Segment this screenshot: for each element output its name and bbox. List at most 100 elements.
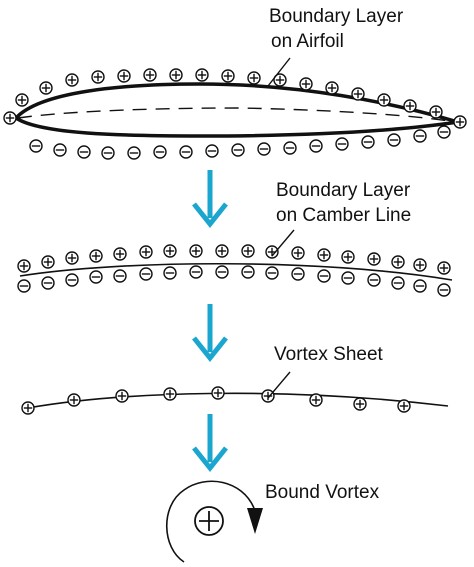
bound-vortex-circulation-arc [165,480,255,563]
minus-charge-icon [309,139,323,153]
plus-charge-icon [17,259,31,273]
plus-charge-icon [67,393,81,407]
plus-charge-icon [413,258,427,272]
minus-charge-icon [391,276,405,290]
plus-charge-icon [403,99,417,113]
minus-charge-icon [113,269,127,283]
minus-charge-icon [413,279,427,293]
minus-charge-icon [335,137,349,151]
flow-arrow-2 [192,304,228,363]
airfoil-camber-line [17,107,457,123]
plus-charge-icon [291,246,305,260]
camber-section: Boundary Layer on Camber Line [17,180,453,297]
plus-charge-icon [221,69,235,83]
vortex-sheet-leader-line [267,371,291,399]
plus-charge-icon [169,68,183,82]
minus-charge-icon [231,143,245,157]
plus-charge-icon [41,255,55,269]
bound-vortex-label: Bound Vortex [265,482,380,503]
plus-charge-icon [113,247,127,261]
minus-charge-icon [257,142,271,156]
minus-charge-icon [77,145,91,159]
minus-charge-icon [65,273,79,287]
minus-charge-icon [41,276,55,290]
plus-charge-icon [115,389,129,403]
plus-charge-icon [325,81,339,95]
plus-charge-icon [143,68,157,82]
flow-arrow-1 [192,170,228,229]
vortex-sheet-label: Vortex Sheet [274,344,384,365]
minus-charge-icon [317,269,331,283]
plus-charge-icon [247,71,261,85]
plus-charge-icon [391,255,405,269]
bound-vortex-section: Bound Vortex [165,480,380,563]
minus-charge-icon [29,139,43,153]
camber-label-line1: Boundary Layer [276,180,411,201]
minus-charge-icon [437,125,451,139]
minus-charge-icon [437,283,451,297]
minus-charge-icon [241,265,255,279]
plus-charge-icon [39,81,53,95]
minus-charge-icon [179,145,193,159]
airfoil-label-line2: on Airfoil [271,31,344,52]
plus-charge-icon [139,245,153,259]
plus-charge-icon [65,73,79,87]
airfoil-label-line1: Boundary Layer [269,6,404,27]
plus-charge-icon [195,68,209,82]
plus-charge-icon [453,115,467,129]
plus-charge-icon [261,389,275,403]
minus-charge-icon [139,267,153,281]
plus-charge-icon [341,250,355,264]
minus-charge-icon [387,133,401,147]
plus-charge-icon [351,87,365,101]
plus-charge-icon [437,261,451,275]
plus-charge-icon [163,244,177,258]
plus-charge-icon [299,77,313,91]
camber-label-line2: on Camber Line [276,205,411,226]
minus-charge-icon [205,144,219,158]
minus-charge-icon [53,143,67,157]
plus-charge-icon [117,69,131,83]
plus-charge-icon [65,251,79,265]
minus-charge-icon [291,267,305,281]
vortex-sheet-line [27,392,449,409]
plus-charge-icon [163,387,177,401]
airfoil-section: Boundary Layer on Airfoil [3,6,467,160]
camber-upper-charges [17,244,451,275]
plus-charge-icon [367,252,381,266]
plus-charge-icon [89,249,103,263]
plus-charge-icon [215,244,229,258]
minus-charge-icon [413,129,427,143]
plus-charge-icon [189,244,203,258]
bound-vortex-arrowhead [247,508,263,534]
airfoil-outline [13,82,459,138]
plus-charge-icon [3,111,17,125]
minus-charge-icon [283,141,297,155]
plus-charge-icon [429,105,443,119]
minus-charge-icon [127,146,141,160]
plus-charge-icon [309,393,323,407]
plus-charge-icon [211,386,225,400]
plus-charge-icon [353,397,367,411]
minus-charge-icon [341,271,355,285]
plus-charge-icon [317,248,331,262]
plus-charge-icon [397,399,411,413]
bound-vortex-center [194,506,224,536]
minus-charge-icon [101,146,115,160]
minus-charge-icon [265,266,279,280]
vortex-sheet-charges [21,386,411,415]
minus-charge-icon [367,273,381,287]
airfoil-leader-line [267,57,291,87]
minus-charge-icon [153,145,167,159]
vortex-sheet-section: Vortex Sheet [21,344,449,415]
plus-charge-icon [91,70,105,84]
flow-arrow-3 [192,414,228,473]
plus-charge-icon [377,93,391,107]
plus-charge-icon [241,244,255,258]
camber-leader-line [271,229,295,257]
minus-charge-icon [17,279,31,293]
minus-charge-icon [89,270,103,284]
camber-line [19,262,453,281]
minus-charge-icon [189,265,203,279]
